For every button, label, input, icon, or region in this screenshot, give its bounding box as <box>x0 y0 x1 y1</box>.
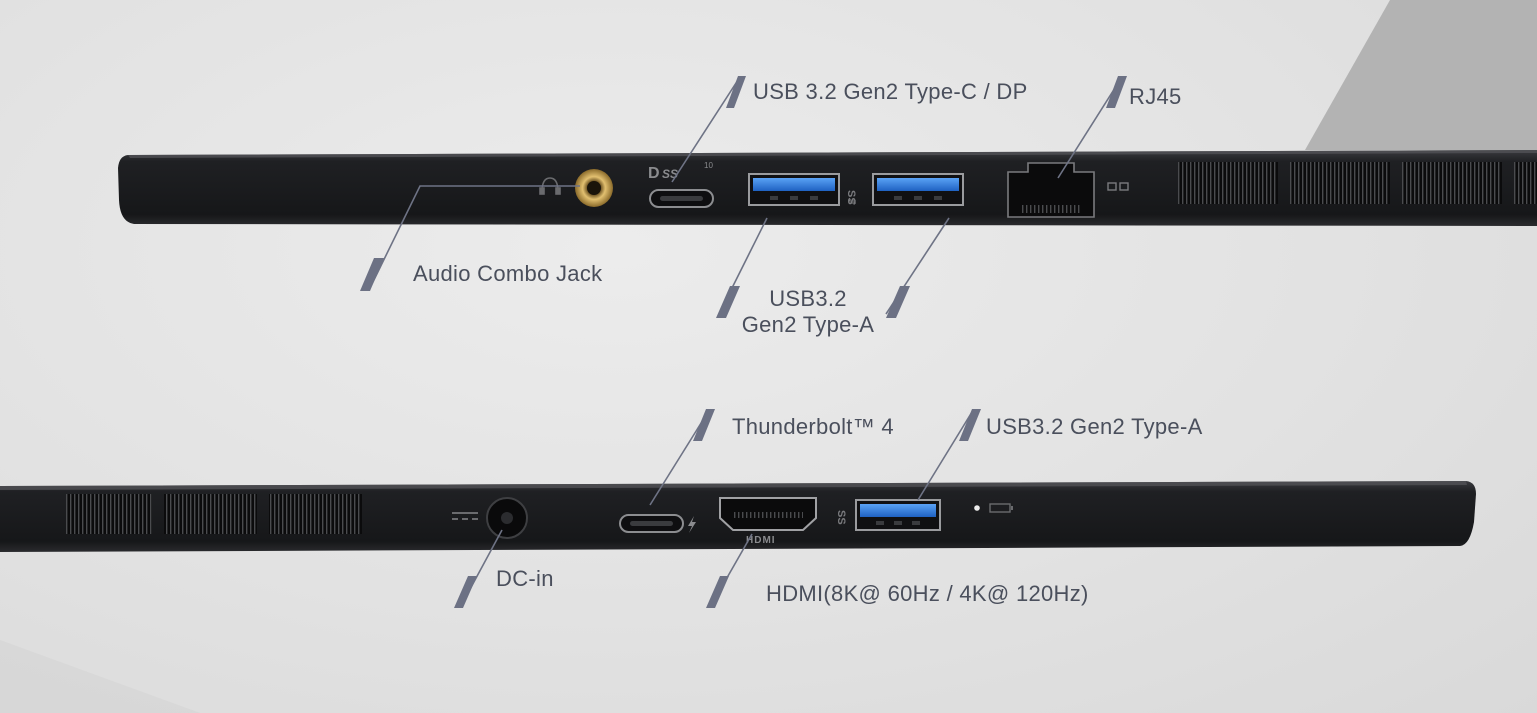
superspeed-icon: SS ⇋ <box>845 190 857 208</box>
callout-tab-usb-a-right <box>959 409 981 441</box>
callout-tab-hdmi <box>706 576 729 608</box>
label-thunderbolt: Thunderbolt™ 4 <box>732 414 894 439</box>
thunderbolt-port[interactable] <box>619 514 684 533</box>
callout-tab-usb-c <box>726 76 746 108</box>
lightning-icon <box>688 516 696 533</box>
label-usb-a-left-line2: Gen2 Type-A <box>741 312 875 337</box>
usb-a-port-left-1[interactable] <box>748 173 840 206</box>
label-audio-combo-jack: Audio Combo Jack <box>413 261 603 286</box>
rj45-port[interactable] <box>1007 162 1095 218</box>
usb-a-port-left-2[interactable] <box>872 173 964 206</box>
cooling-vents-right <box>66 494 362 534</box>
label-hdmi: HDMI(8K@ 60Hz / 4K@ 120Hz) <box>766 581 1089 606</box>
ss-speed-mark: 10 <box>704 161 713 170</box>
laptop-left-side: D SS 10 SS ⇋ <box>118 150 1537 226</box>
hdmi-port[interactable] <box>719 497 817 531</box>
dc-power-icon <box>452 512 478 520</box>
label-dc-in: DC-in <box>496 566 554 591</box>
svg-text:SS: SS <box>835 510 847 525</box>
svg-text:⇋: ⇋ <box>848 197 856 208</box>
label-usb-c-dp: USB 3.2 Gen2 Type-C / DP <box>753 79 1028 104</box>
superspeed-icon-right: SS <box>835 510 847 525</box>
laptop-right-side: HDMI SS <box>0 481 1476 552</box>
hdmi-mark: HDMI <box>746 535 776 546</box>
audio-combo-jack[interactable] <box>575 169 613 207</box>
label-usb-a-right: USB3.2 Gen2 Type-A <box>986 414 1203 439</box>
dp-mark: D <box>648 165 660 182</box>
battery-led-icon <box>974 503 1013 513</box>
usb-c-dp-port[interactable] <box>649 189 714 208</box>
label-rj45: RJ45 <box>1129 84 1182 109</box>
callout-tab-dc-in <box>454 576 477 608</box>
callout-tab-thunderbolt <box>693 409 715 441</box>
dc-in-port[interactable] <box>486 497 528 539</box>
callout-tabs <box>360 76 1127 608</box>
network-icon <box>1107 182 1129 191</box>
cooling-vents-left <box>1178 162 1537 204</box>
label-usb-a-left: USB3.2 Gen2 Type-A <box>728 286 888 338</box>
callout-tab-usb-a-left-2 <box>886 286 910 318</box>
callout-tab-usb-a-left-1 <box>716 286 740 318</box>
ss-mark: SS <box>662 167 678 181</box>
label-usb-a-left-line1: USB3.2 <box>769 286 847 311</box>
svg-text:SS: SS <box>845 190 857 205</box>
usb-a-port-right[interactable] <box>855 499 941 531</box>
callout-tab-audio <box>360 258 384 291</box>
callout-tab-rj45 <box>1106 76 1127 108</box>
headphone-icon <box>539 177 561 195</box>
